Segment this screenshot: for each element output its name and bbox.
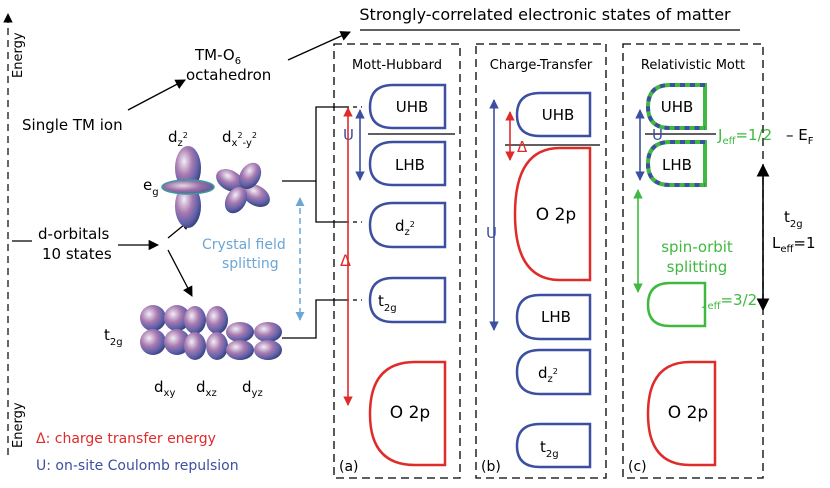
panel-b-lhb-label: LHB: [541, 308, 571, 326]
eg-connector-lower: [315, 181, 345, 223]
panel-c-uhb-label: UHB: [661, 98, 694, 116]
t2g-label: t2g: [104, 326, 123, 348]
panel-a-frame: [333, 43, 461, 479]
panel-a-t2g-label: t2g: [378, 292, 397, 314]
panel-b-o2p-label: O 2p: [536, 205, 576, 225]
dyz-orbital-icon: [226, 322, 282, 360]
energy-label-bottom: Energy: [11, 402, 26, 448]
panel-a-o2p-label: O 2p: [390, 403, 430, 423]
crystal-field-label-2: splitting: [222, 256, 279, 272]
panel-c-o2p-label: O 2p: [668, 403, 708, 423]
dxz-orbital-icon: [184, 306, 228, 360]
panel-c-u-label: U: [652, 126, 663, 144]
panel-b-u-label: U: [486, 224, 497, 242]
tm-o6-label: TM-O6: [194, 46, 241, 67]
t2g-connector: [282, 299, 345, 339]
dyz-label: dyz: [242, 378, 263, 399]
panel-c-lhb-label: LHB: [662, 156, 692, 174]
eg-label: eg: [143, 176, 159, 198]
arrow-octa-to-title: [287, 31, 351, 61]
panel-a-delta-label: Δ: [340, 251, 351, 270]
dz2-orbital-icon: [161, 146, 215, 228]
panel-a-lhb-band: [368, 140, 447, 187]
arrow-to-t2g: [167, 249, 193, 297]
panel-a-title: Mott-Hubbard: [352, 58, 442, 73]
arrow-ion-to-octa: [127, 79, 186, 111]
panel-c-label: (c): [628, 459, 647, 475]
dxy-label: dxy: [154, 378, 175, 399]
panel-b-label: (b): [481, 459, 501, 475]
panel-c-so-label-2: splitting: [667, 258, 728, 276]
panel-c-title: Relativistic Mott: [641, 58, 745, 73]
panel-a-lhb-label: LHB: [395, 156, 425, 174]
legend-u: U: on-site Coulomb repulsion: [36, 458, 239, 474]
d-orbitals-label-2: 10 states: [42, 245, 112, 263]
panel-b-dz2-band: [515, 348, 592, 396]
panel-a-dz2-label: dz2: [395, 217, 415, 238]
panel-b-delta-label: Δ: [517, 138, 528, 156]
d-orbitals-label-1: d-orbitals: [38, 225, 109, 243]
dxz-label: dxz: [196, 378, 217, 399]
panel-c-lhb-band-blue: [645, 140, 705, 187]
panel-c-uhb-band-blue: [645, 83, 705, 130]
dx2y2-label: dx2-y2: [222, 128, 257, 149]
panel-a-o2p-band: [368, 360, 447, 467]
panel-a-uhb-band: [368, 83, 447, 130]
panel-a-t2g-band: [368, 276, 447, 324]
single-ion-label: Single TM ion: [22, 116, 123, 134]
panel-b-uhb-band: [515, 91, 592, 138]
energy-label-top: Energy: [11, 32, 26, 78]
panel-b-o2p-band: [513, 146, 592, 282]
panel-c-jeff32-band: [646, 281, 707, 328]
panel-a-uhb-label: UHB: [396, 98, 429, 116]
panel-b-t2g-band: [515, 422, 592, 469]
panel-c-o2p-band: [646, 360, 717, 467]
dz2-label: dz2: [168, 128, 188, 149]
panel-b-uhb-label: UHB: [542, 106, 575, 124]
panel-c-jeff12-label: Jeff=1/2: [717, 126, 772, 147]
panel-a-label: (a): [339, 459, 359, 475]
octahedron-label: octahedron: [186, 66, 271, 84]
panel-c-leff-label: Leff=1: [772, 234, 816, 255]
panel-b-title: Charge-Transfer: [490, 58, 593, 73]
panel-b-lhb-band: [515, 293, 592, 341]
eg-connector: [282, 106, 345, 182]
panel-c-so-label-1: spin-orbit: [661, 238, 733, 256]
dxy-orbital-icon: [140, 305, 190, 355]
dx2y2-orbital-icon: [216, 162, 270, 214]
header-title: Strongly-correlated electronic states of…: [359, 5, 731, 24]
panel-b-dz2-label: dz2: [538, 364, 558, 385]
panel-c-t2g-label: t2g: [784, 208, 803, 230]
panel-b-frame: [475, 43, 607, 479]
panel-c-ef-label: – EF: [786, 126, 814, 147]
legend-delta: Δ: charge transfer energy: [36, 431, 216, 447]
panel-a-dz2-band: [368, 201, 447, 249]
crystal-field-label-1: Crystal field: [202, 237, 286, 253]
panel-b-t2g-label: t2g: [540, 438, 559, 460]
panel-c-jeff32-label: Jeff=3/2: [702, 291, 757, 312]
